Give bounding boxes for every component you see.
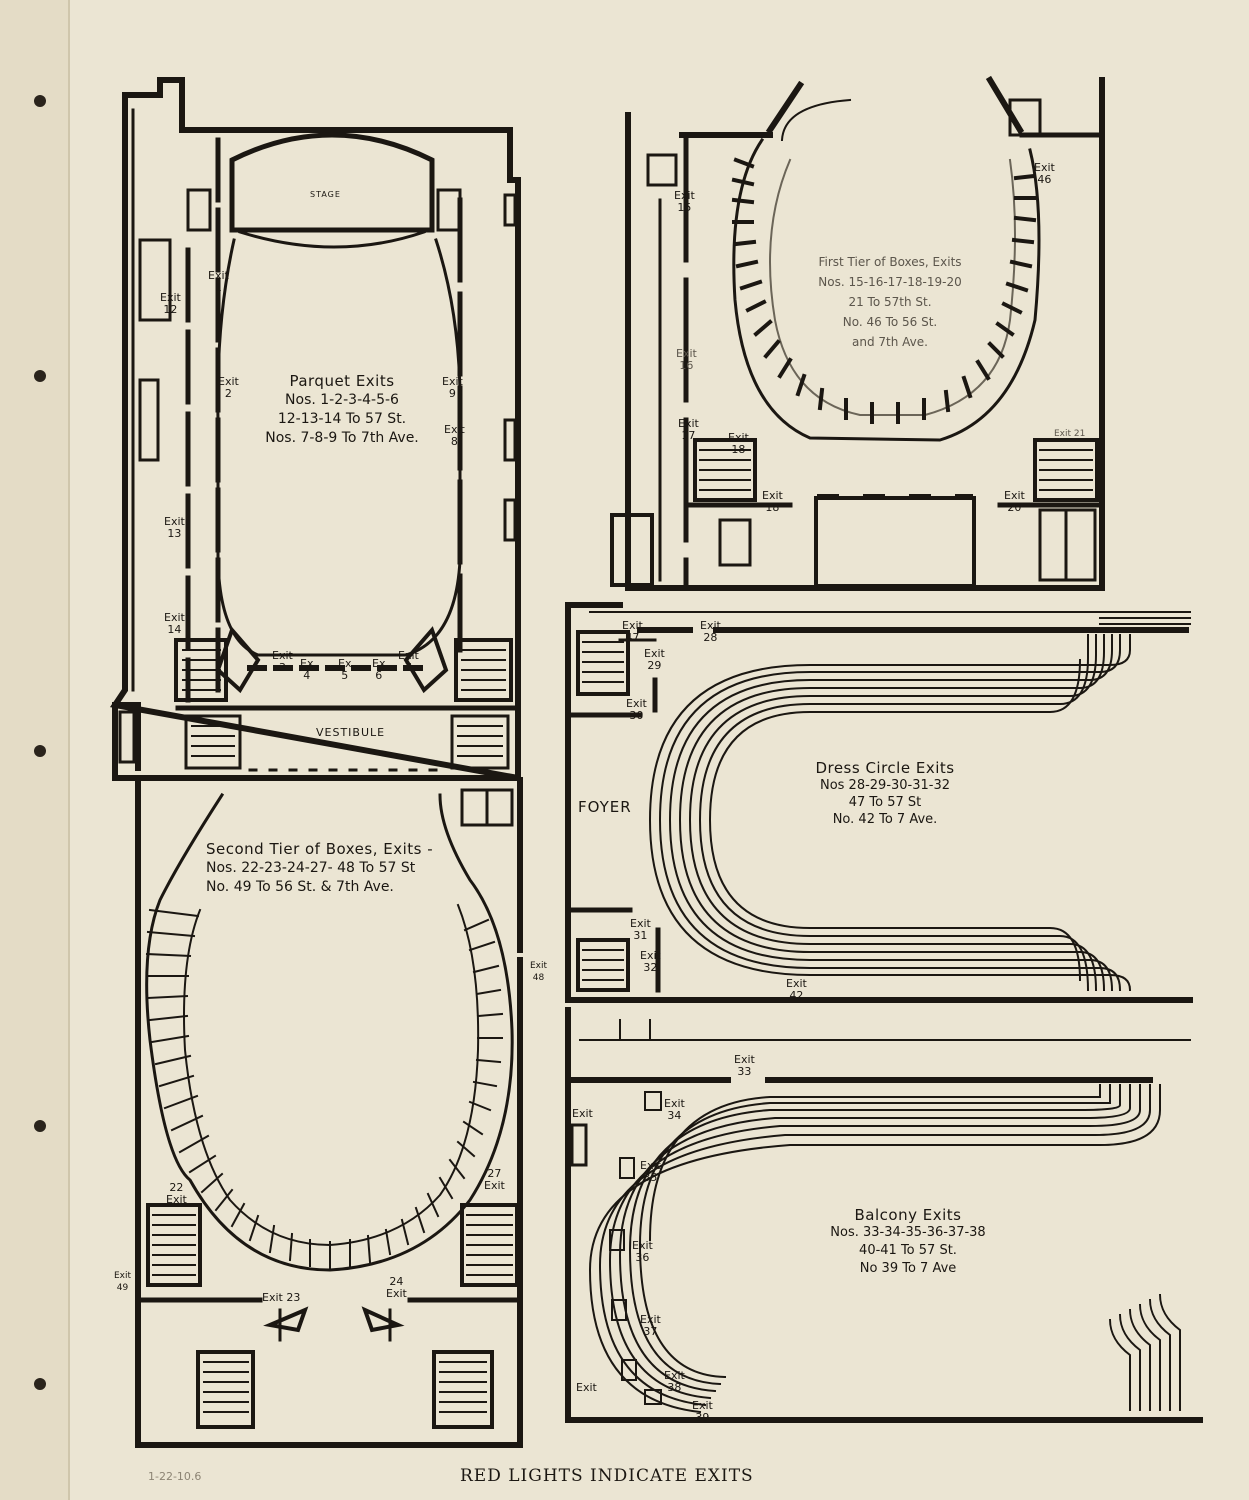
exit-label: Exit 30	[626, 697, 647, 722]
exit-label: Exit 15	[674, 189, 695, 214]
exit-label: Exit 9	[442, 375, 463, 400]
first-tier-plan	[610, 75, 1105, 591]
exit-label: Exit 1	[208, 269, 229, 294]
exit-label: Exit 17	[678, 417, 699, 442]
exit-label: Exit 29	[644, 647, 665, 672]
foyer-label: FOYER	[578, 798, 632, 816]
exit-label: Exit 35	[640, 1159, 661, 1184]
exit-label: Exit 37	[640, 1313, 661, 1338]
exit-label: Exit 12	[160, 291, 181, 316]
exit-label: Exit 21	[1054, 429, 1086, 439]
second-tier-plan	[135, 777, 523, 1448]
footer-caption: RED LIGHTS INDICATE EXITS	[460, 1466, 754, 1486]
second-tier-line-1: Nos. 22-23-24-27- 48 To 57 St	[206, 860, 416, 876]
second-tier-title: Second Tier of Boxes, Exits -	[206, 840, 434, 858]
first-tier-line-3: No. 46 To 56 St.	[842, 315, 938, 329]
exit-label: Exit 2	[218, 375, 239, 400]
parquet-line-1: Nos. 1-2-3-4-5-6	[285, 392, 399, 408]
exit-label: Exit 16	[676, 347, 697, 372]
binding-hole	[34, 95, 46, 107]
balcony-title: Balcony Exits	[854, 1206, 962, 1224]
exit-label: Ex 4	[300, 657, 314, 682]
exit-label: Exit 36	[632, 1239, 653, 1264]
dress-circle-line-3: No. 42 To 7 Ave.	[832, 812, 938, 827]
exit-label: Exit 48	[530, 961, 548, 983]
second-tier-line-2: No. 49 To 56 St. & 7th Ave.	[206, 879, 394, 895]
exit-label: Exit 14	[164, 611, 185, 636]
exit-label: Exit 34	[664, 1097, 685, 1122]
exit-label: Exit 3	[272, 649, 293, 674]
exit-label: Exit 8	[444, 423, 465, 448]
vestibule-label: VESTIBULE	[316, 726, 386, 739]
exit-label: Exit	[572, 1107, 593, 1120]
dress-circle-title: Dress Circle Exits	[815, 759, 955, 777]
binding-hole	[34, 1120, 46, 1132]
dress-circle-exits-note: Dress Circle Exits Nos 28-29-30-31-32 47…	[800, 760, 970, 828]
exit-label: Ex 5	[338, 657, 352, 682]
first-tier-title: First Tier of Boxes, Exits	[818, 255, 962, 269]
first-tier-exits-note: First Tier of Boxes, Exits Nos. 15-16-17…	[800, 252, 980, 352]
exit-label: Exit 7	[398, 649, 419, 674]
exit-label: Exit 39	[692, 1399, 713, 1424]
exit-label: Exit 23	[262, 1291, 301, 1304]
exit-label: Exit 28	[700, 619, 721, 644]
parquet-title: Parquet Exits	[289, 372, 395, 390]
balcony-exits-note: Balcony Exits Nos. 33-34-35-36-37-38 40-…	[808, 1206, 1008, 1278]
parquet-exits-note: Parquet Exits Nos. 1-2-3-4-5-6 12-13-14 …	[242, 372, 442, 448]
binding-hole	[34, 370, 46, 382]
balcony-line-1: Nos. 33-34-35-36-37-38	[830, 1225, 986, 1240]
handwritten-note: 1-22-10.6	[148, 1470, 202, 1483]
exit-label: Exit 18	[728, 431, 749, 456]
balcony-line-3: No 39 To 7 Ave	[859, 1261, 957, 1276]
exit-label: 22 Exit	[166, 1181, 187, 1206]
first-tier-line-2: 21 To 57th St.	[848, 295, 932, 309]
exit-label: Exit 33	[734, 1053, 755, 1078]
exit-label: Exit 47	[622, 619, 643, 644]
exit-label: Exit 31	[630, 917, 651, 942]
exit-label: Ex 6	[372, 657, 386, 682]
exit-label: Exit 46	[1034, 161, 1055, 186]
exit-label: Exit 13	[164, 515, 185, 540]
exit-label: 24 Exit	[386, 1275, 407, 1300]
first-tier-line-1: Nos. 15-16-17-18-19-20	[818, 275, 962, 289]
exit-label: Exit 32	[640, 949, 661, 974]
second-tier-exits-note: Second Tier of Boxes, Exits - Nos. 22-23…	[206, 840, 433, 897]
dress-circle-line-2: 47 To 57 St	[848, 795, 922, 810]
exit-label: Exit 18	[762, 489, 783, 514]
parquet-line-3: Nos. 7-8-9 To 7th Ave.	[265, 430, 419, 446]
stage-label: STAGE	[310, 190, 341, 199]
dress-circle-plan	[565, 602, 1193, 1003]
parquet-plan	[109, 77, 521, 782]
exit-label: Exit 49	[114, 1271, 132, 1293]
parquet-line-2: 12-13-14 To 57 St.	[277, 411, 407, 427]
exit-label: Exit	[576, 1381, 597, 1394]
exit-label: Exit 42	[786, 977, 807, 1002]
exit-label: Exit 38	[664, 1369, 685, 1394]
balcony-line-2: 40-41 To 57 St.	[859, 1243, 957, 1258]
binding-hole	[34, 745, 46, 757]
exit-label: 27 Exit	[484, 1167, 505, 1192]
balcony-plan	[565, 1007, 1203, 1423]
exit-label: Exit 20	[1004, 489, 1025, 514]
first-tier-line-4: and 7th Ave.	[852, 335, 928, 349]
dress-circle-line-1: Nos 28-29-30-31-32	[819, 778, 951, 793]
binding-hole	[34, 1378, 46, 1390]
